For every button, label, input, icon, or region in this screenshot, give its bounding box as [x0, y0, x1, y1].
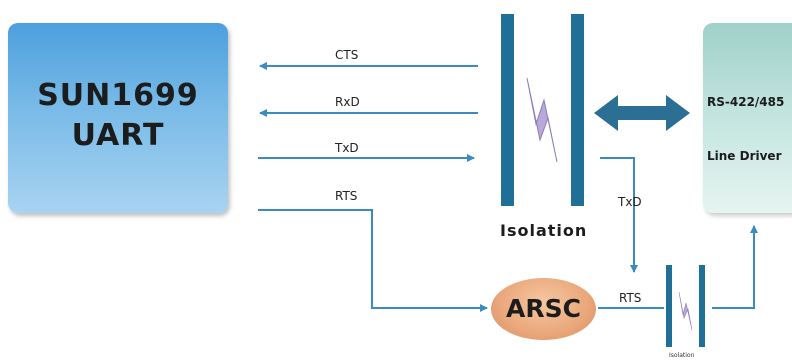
isolation-bar-left: [501, 14, 514, 206]
arsc-label: ARSC: [506, 294, 581, 323]
driver-standard-label: RS-422/485: [707, 95, 785, 109]
driver-in-line: [712, 225, 758, 309]
arsc-block: ARSC: [491, 278, 596, 340]
small-isolation-bar-right: [699, 265, 705, 347]
rts-label: RTS: [335, 189, 358, 203]
driver-name-label: Line Driver: [707, 149, 782, 163]
arsc-rts-label: RTS: [619, 291, 642, 305]
small-isolation-bar-left: [666, 265, 672, 347]
txd-down-line: [600, 157, 638, 273]
rts-line: [258, 209, 488, 312]
small-isolation-lightning-icon: [678, 291, 693, 331]
uart-title: SUN1699: [37, 78, 199, 113]
isolation-label: Isolation: [500, 221, 588, 240]
small-isolation-label: Isolation: [669, 352, 695, 359]
rxd-label: RxD: [335, 95, 360, 109]
bidirectional-arrow-icon: [594, 95, 690, 131]
txd-label: TxD: [335, 141, 359, 155]
uart-subtitle: UART: [71, 118, 165, 153]
txd-down-label: TxD: [618, 195, 642, 209]
isolation-bar-right: [571, 14, 584, 206]
uart-block: SUN1699 UART: [8, 23, 228, 213]
isolation-lightning-icon: [526, 77, 558, 163]
cts-label: CTS: [335, 48, 359, 62]
line-driver-block: RS-422/485 Line Driver: [703, 23, 792, 213]
